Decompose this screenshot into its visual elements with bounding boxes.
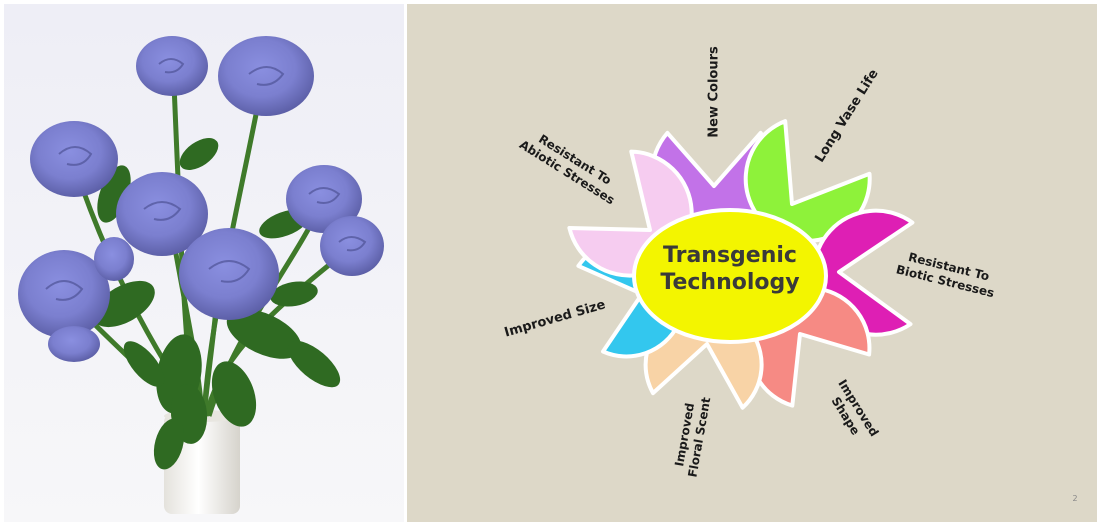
petal-label-new-colours-1: New Colours — [707, 46, 722, 138]
blue-roses-photo — [4, 4, 404, 522]
center-title-line2: Technology — [660, 270, 799, 295]
page-number: 2 — [1072, 494, 1077, 503]
transgenic-technology-diagram: New ColoursLong Vase LifeResistant ToBio… — [407, 4, 1097, 522]
center-circle: Transgenic Technology — [634, 210, 826, 342]
center-title-line1: Transgenic — [663, 243, 797, 268]
